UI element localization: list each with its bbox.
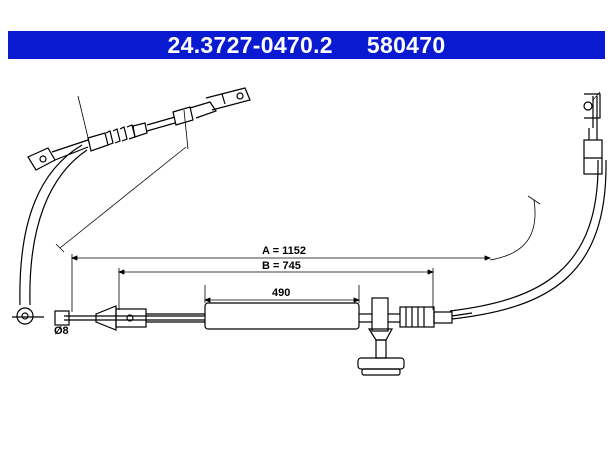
part-number: 24.3727-0470.2 (167, 31, 333, 58)
dim-b-label: B = 745 (262, 260, 301, 272)
left-boot (87, 132, 109, 152)
right-cable-curve (449, 159, 599, 312)
mounting-bracket (371, 297, 389, 332)
diameter-label: Ø8 (54, 325, 69, 337)
left-fitting (172, 106, 194, 126)
cable-sleeve (204, 302, 360, 330)
left-cable-loop (19, 144, 83, 306)
left-end-eye (16, 307, 34, 325)
left-bracket (27, 147, 56, 171)
ref-number: 580470 (366, 31, 446, 58)
cable-nipple (54, 310, 70, 326)
dim-sleeve-label: 490 (272, 287, 290, 299)
grommet (357, 357, 405, 370)
header-bar: 24.3727-0470.2 580470 (8, 31, 605, 59)
right-end-fitting (583, 139, 603, 175)
dim-a-label: A = 1152 (262, 245, 306, 257)
